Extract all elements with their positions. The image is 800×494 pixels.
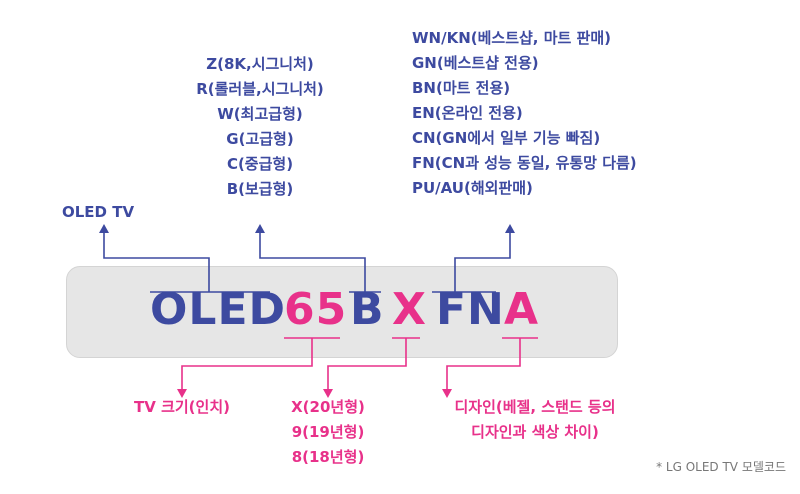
grade-option: G(고급형)	[226, 130, 294, 148]
code-year: X	[392, 284, 427, 335]
year-arrowhead	[323, 389, 333, 398]
grade-option: C(중급형)	[226, 155, 294, 173]
channel-option: EN(온라인 전용)	[412, 104, 523, 122]
design-description: 디자인(베젤, 스탠드 등의 디자인과 색상 차이)	[420, 395, 650, 445]
grade-option: W(최고급형)	[217, 105, 303, 123]
size-label: TV 크기(인치)	[134, 398, 230, 416]
design-arrowhead	[442, 389, 452, 398]
channel-option: FN(CN과 성능 동일, 유통망 다름)	[412, 154, 637, 172]
year-option: 9(19년형)	[291, 423, 365, 441]
grade-option: R(롤러블,시그니처)	[196, 80, 324, 98]
channel-option: CN(GN에서 일부 기능 빠짐)	[412, 129, 601, 147]
oled-arrowhead	[99, 224, 109, 233]
design-line: 디자인과 색상 차이)	[471, 423, 599, 441]
year-option: X(20년형)	[291, 398, 365, 416]
grade-option: B(보급형)	[226, 180, 294, 198]
footnote: * LG OLED TV 모델코드	[656, 460, 786, 474]
oled-connector	[103, 232, 270, 293]
design-connector	[446, 337, 538, 390]
channel-options-list: WN/KN(베스트샵, 마트 판매) GN(베스트샵 전용) BN(마트 전용)…	[412, 26, 637, 201]
design-line: 디자인(베젤, 스탠드 등의	[454, 398, 616, 416]
channel-arrowhead	[505, 224, 515, 233]
oled-tv-label: OLED TV	[62, 203, 135, 221]
grade-arrowhead	[255, 224, 265, 233]
year-options-list: X(20년형) 9(19년형) 8(18년형)	[268, 395, 388, 470]
code-size: 65	[284, 284, 348, 335]
size-connector	[181, 337, 340, 390]
grade-options-list: Z(8K,시그니처) R(롤러블,시그니처) W(최고급형) G(고급형) C(…	[170, 52, 350, 202]
year-option: 8(18년형)	[291, 448, 365, 466]
code-design: A	[504, 284, 540, 335]
channel-option: PU/AU(해외판매)	[412, 179, 533, 197]
grade-option: Z(8K,시그니처)	[206, 55, 314, 73]
channel-connector	[432, 232, 511, 293]
channel-option: WN/KN(베스트샵, 마트 판매)	[412, 29, 612, 47]
size-arrowhead	[177, 389, 187, 398]
year-connector	[327, 337, 420, 390]
grade-connector	[259, 232, 381, 293]
model-code-box	[66, 266, 618, 358]
channel-option: BN(마트 전용)	[412, 79, 511, 97]
channel-option: GN(베스트샵 전용)	[412, 54, 539, 72]
